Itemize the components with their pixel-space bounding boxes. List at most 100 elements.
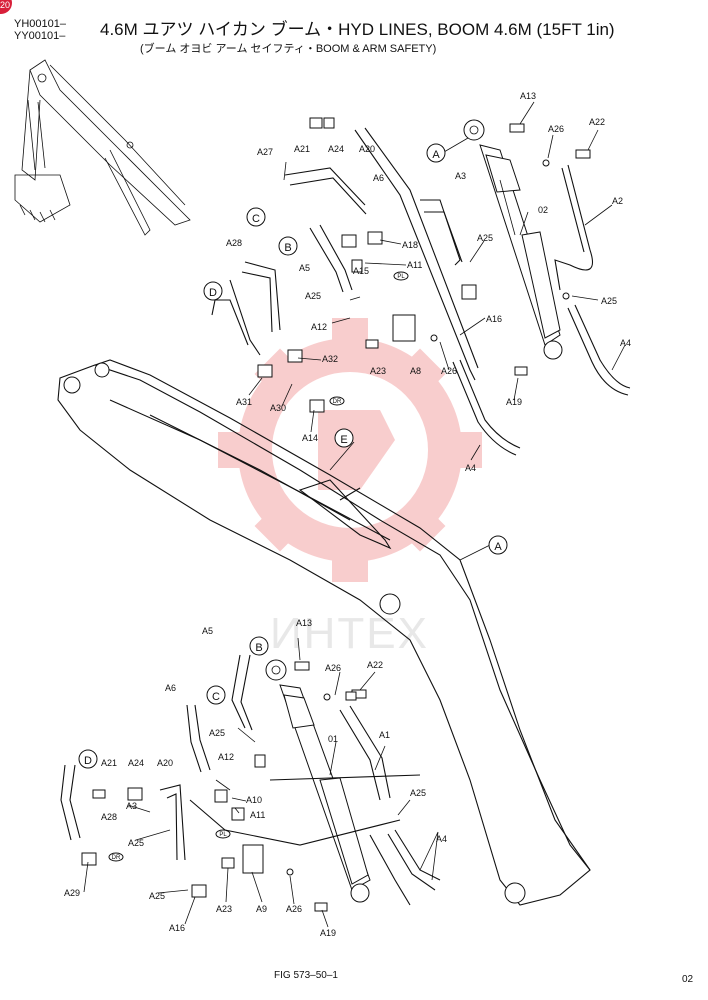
- part-label-a12-top: A12: [311, 322, 327, 332]
- part-label-a32: A32: [322, 354, 338, 364]
- section-marker-c-bottom: C: [206, 685, 226, 705]
- section-marker-b-bottom: B: [249, 636, 269, 656]
- excavator-inset-drawing: [14, 59, 191, 236]
- section-marker-c-top: C: [246, 207, 266, 227]
- model-code-2: YY00101–: [14, 30, 66, 42]
- page-corner-badge: 20: [0, 0, 12, 14]
- part-label-a25-top-c: A25: [601, 296, 617, 306]
- hydraulic-lines: [60, 127, 631, 906]
- part-label-a25-bottom-a: A25: [209, 728, 225, 738]
- model-code-1: YH00101–: [14, 18, 66, 30]
- section-marker-e: E: [334, 428, 354, 448]
- part-label-a9: A9: [256, 904, 267, 914]
- svg-text:DR: DR: [333, 399, 342, 405]
- watermark-text: ИНТЕХ: [270, 609, 429, 658]
- section-marker-a-top: A: [426, 143, 446, 163]
- part-label-a21-bottom: A21: [101, 758, 117, 768]
- part-label-a25-bottom-c: A25: [128, 838, 144, 848]
- part-label-a31: A31: [236, 397, 252, 407]
- part-label-02: 02: [538, 205, 548, 215]
- part-label-a4-top-mid: A4: [465, 463, 476, 473]
- part-label-a26-top-b: A26: [441, 366, 457, 376]
- section-markers: A C B D E A B C D: [78, 143, 508, 769]
- part-label-a4-bottom: A4: [436, 834, 447, 844]
- part-label-a28: A28: [226, 238, 242, 248]
- part-label-a25-bottom-b: A25: [410, 788, 426, 798]
- leader-lines: [83, 101, 626, 928]
- section-marker-b-top: B: [278, 236, 298, 256]
- part-label-a20: A20: [359, 144, 375, 154]
- upper-boom-cylinder: [463, 119, 563, 360]
- part-label-a27: A27: [257, 147, 273, 157]
- page-subtitle: (ブーム オヨビ アーム セイフティ・BOOM & ARM SAFETY): [140, 43, 437, 55]
- part-label-a3: A3: [455, 171, 466, 181]
- svg-text:PL: PL: [219, 832, 227, 838]
- part-label-a26-bottom-a: A26: [325, 663, 341, 673]
- part-label-a13-bottom: A13: [296, 618, 312, 628]
- part-label-a23-bottom: A23: [216, 904, 232, 914]
- valve-marks: PL DR PL DR: [108, 271, 409, 862]
- part-label-a6-bottom: A6: [165, 683, 176, 693]
- svg-text:A: A: [494, 541, 502, 553]
- part-label-a6: A6: [373, 173, 384, 183]
- part-label-a2: A2: [612, 196, 623, 206]
- svg-text:DR: DR: [112, 855, 121, 861]
- part-label-a11-bottom: A11: [250, 810, 265, 820]
- page-number: 02: [682, 974, 694, 985]
- part-label-a24-bottom: A24: [128, 758, 144, 768]
- pl-mark-top: PL: [393, 271, 409, 281]
- part-label-a10: A10: [246, 795, 262, 805]
- part-label-a25-bottom-d: A25: [149, 891, 165, 901]
- part-label-a25-top-a: A25: [477, 233, 493, 243]
- svg-text:B: B: [255, 642, 262, 654]
- svg-text:D: D: [209, 287, 217, 299]
- part-label-a8: A8: [410, 366, 421, 376]
- part-label-a30: A30: [270, 403, 286, 413]
- svg-text:C: C: [252, 213, 260, 225]
- dr-mark-bottom: DR: [108, 852, 124, 862]
- svg-text:A: A: [432, 149, 440, 161]
- part-label-a16-top: A16: [486, 314, 502, 324]
- part-label-a13: A13: [520, 91, 536, 101]
- part-label-a19-top: A19: [506, 397, 522, 407]
- part-label-a11-top: A11: [407, 260, 422, 270]
- part-label-a20-bottom: A20: [157, 758, 173, 768]
- fittings: [81, 117, 591, 912]
- page-title: 4.6M ユアツ ハイカン ブーム・HYD LINES, BOOM 4.6M (…: [100, 20, 615, 39]
- part-label-a15: A15: [353, 266, 369, 276]
- part-label-a19-bottom: A19: [320, 928, 336, 938]
- lower-boom-cylinder: [265, 659, 371, 903]
- part-label-a26: A26: [548, 124, 564, 134]
- dr-mark-top: DR: [329, 396, 345, 406]
- svg-text:PL: PL: [397, 274, 405, 280]
- svg-text:E: E: [340, 434, 347, 446]
- part-label-a4-top-right: A4: [620, 338, 631, 348]
- part-label-a24: A24: [328, 144, 344, 154]
- part-label-a5-bottom: A5: [202, 626, 213, 636]
- part-label-a18: A18: [402, 240, 418, 250]
- part-label-a26-bottom-b: A26: [286, 904, 302, 914]
- part-label-a14: A14: [302, 433, 318, 443]
- svg-text:C: C: [212, 691, 220, 703]
- part-label-a21: A21: [294, 144, 310, 154]
- part-label-a22-bottom: A22: [367, 660, 383, 670]
- svg-text:D: D: [84, 755, 92, 767]
- pl-mark-bottom: PL: [215, 829, 231, 839]
- svg-text:B: B: [284, 242, 291, 254]
- part-label-a23-top: A23: [370, 366, 386, 376]
- section-marker-d-top: D: [203, 281, 223, 301]
- figure-number: FIG 573–50–1: [274, 970, 338, 981]
- part-label-a25-top-b: A25: [305, 291, 321, 301]
- part-label-a28-bottom: A28: [101, 812, 117, 822]
- section-marker-d-bottom: D: [78, 749, 98, 769]
- section-marker-a-boom: A: [488, 535, 508, 555]
- part-label-a3-bottom: A3: [126, 801, 137, 811]
- part-label-01: 01: [328, 734, 338, 744]
- part-label-a12-bottom: A12: [218, 752, 234, 762]
- part-label-a16-bottom: A16: [169, 923, 185, 933]
- boom-body: [57, 359, 591, 906]
- part-label-a22: A22: [589, 117, 605, 127]
- watermark-gear: [218, 318, 482, 582]
- part-label-a29: A29: [64, 888, 80, 898]
